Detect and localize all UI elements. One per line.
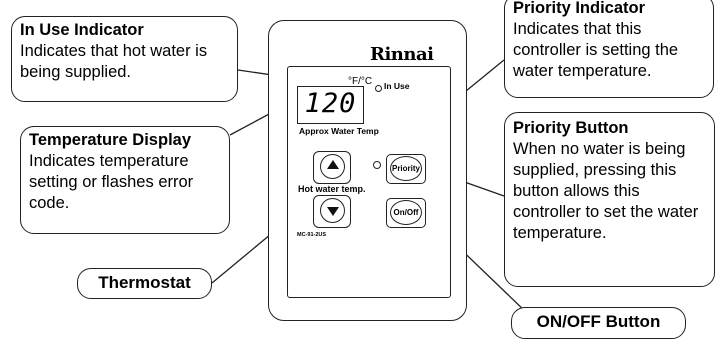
onoff-button-title: ON/OFF Button bbox=[536, 312, 661, 331]
in-use-led bbox=[375, 85, 382, 92]
in-use-indicator-desc: Indicates that hot water is being suppli… bbox=[20, 42, 208, 81]
unit-label: °F/°C bbox=[348, 76, 373, 87]
controller-faceplate bbox=[287, 66, 451, 298]
down-arrow-circle bbox=[320, 198, 345, 223]
in-use-label: In Use bbox=[384, 81, 410, 91]
priority-button[interactable]: Priority bbox=[386, 154, 426, 184]
up-arrow-icon bbox=[327, 160, 339, 169]
priority-button-title: Priority Button bbox=[513, 119, 629, 137]
priority-button-callout: Priority Button When no water is being s… bbox=[504, 112, 715, 287]
priority-button-label: Priority bbox=[390, 156, 422, 181]
thermostat-title: Thermostat bbox=[98, 273, 191, 292]
down-arrow-icon bbox=[327, 207, 339, 216]
controller-housing bbox=[268, 20, 467, 321]
model-number: MC-91-2US bbox=[297, 232, 327, 238]
temp-down-button[interactable] bbox=[313, 195, 351, 228]
up-arrow-circle bbox=[320, 154, 345, 179]
onoff-button-label: On/Off bbox=[390, 200, 422, 225]
priority-indicator-callout: Priority Indicator Indicates that this c… bbox=[504, 0, 714, 98]
thermostat-callout: Thermostat bbox=[77, 268, 212, 299]
temp-up-button[interactable] bbox=[313, 151, 351, 184]
priority-button-desc: When no water is being supplied, pressin… bbox=[513, 140, 699, 242]
onoff-button[interactable]: On/Off bbox=[386, 198, 426, 228]
temperature-display-desc: Indicates temperature setting or flashes… bbox=[29, 152, 194, 212]
in-use-indicator-title: In Use Indicator bbox=[20, 21, 144, 39]
approx-water-temp-label: Approx Water Temp bbox=[299, 126, 379, 136]
priority-led bbox=[373, 161, 381, 169]
brand-logo: Rinnai bbox=[370, 44, 434, 65]
temperature-display-title: Temperature Display bbox=[29, 131, 192, 149]
priority-indicator-title: Priority Indicator bbox=[513, 0, 646, 17]
onoff-button-callout: ON/OFF Button bbox=[511, 307, 686, 339]
priority-indicator-desc: Indicates that this controller is settin… bbox=[513, 20, 679, 80]
in-use-indicator-callout: In Use Indicator Indicates that hot wate… bbox=[11, 16, 238, 102]
temperature-display: 120 bbox=[297, 86, 364, 124]
hot-water-temp-label: Hot water temp. bbox=[298, 184, 366, 194]
temperature-display-callout: Temperature Display Indicates temperatur… bbox=[20, 126, 230, 234]
